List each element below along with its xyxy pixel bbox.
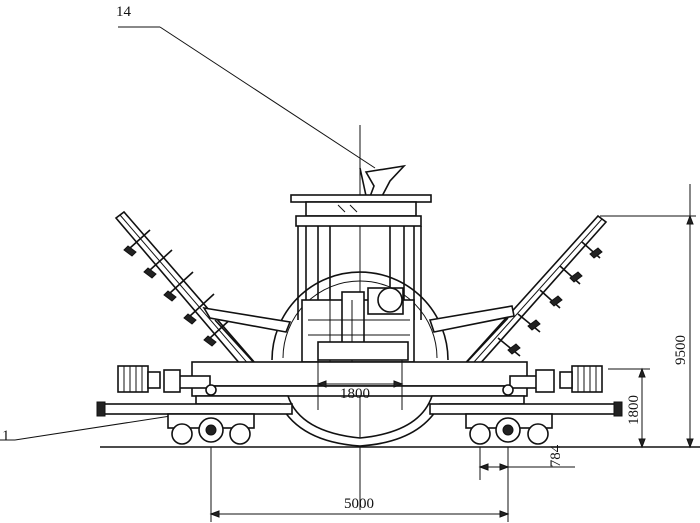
- leader-14: 14: [116, 4, 376, 169]
- dim-9500-label: 9500: [673, 335, 689, 365]
- dim-1800-vertical-label: 1800: [626, 395, 642, 425]
- left-arm: [114, 210, 292, 387]
- part-label-14: 14: [116, 4, 132, 20]
- part-label-1: 1: [2, 428, 10, 444]
- tower: [290, 194, 432, 320]
- dimension-5000: 5000: [209, 447, 510, 522]
- left-bogie: [167, 384, 255, 445]
- right-motor: [429, 365, 623, 417]
- right-bogie: [465, 384, 553, 445]
- dimension-784: 784: [478, 444, 575, 480]
- right-arm: [428, 214, 608, 386]
- leader-1: 1: [0, 412, 191, 444]
- dim-784-label: 784: [548, 444, 564, 467]
- dim-5000-label: 5000: [344, 496, 374, 512]
- dim-1800-horizontal-label: 1800: [340, 386, 370, 402]
- dimension-1800-vertical: 1800: [608, 367, 650, 449]
- left-motor: [96, 365, 293, 417]
- dimension-9500: 9500: [600, 184, 696, 449]
- dimension-1800-horizontal: 1800: [316, 360, 404, 410]
